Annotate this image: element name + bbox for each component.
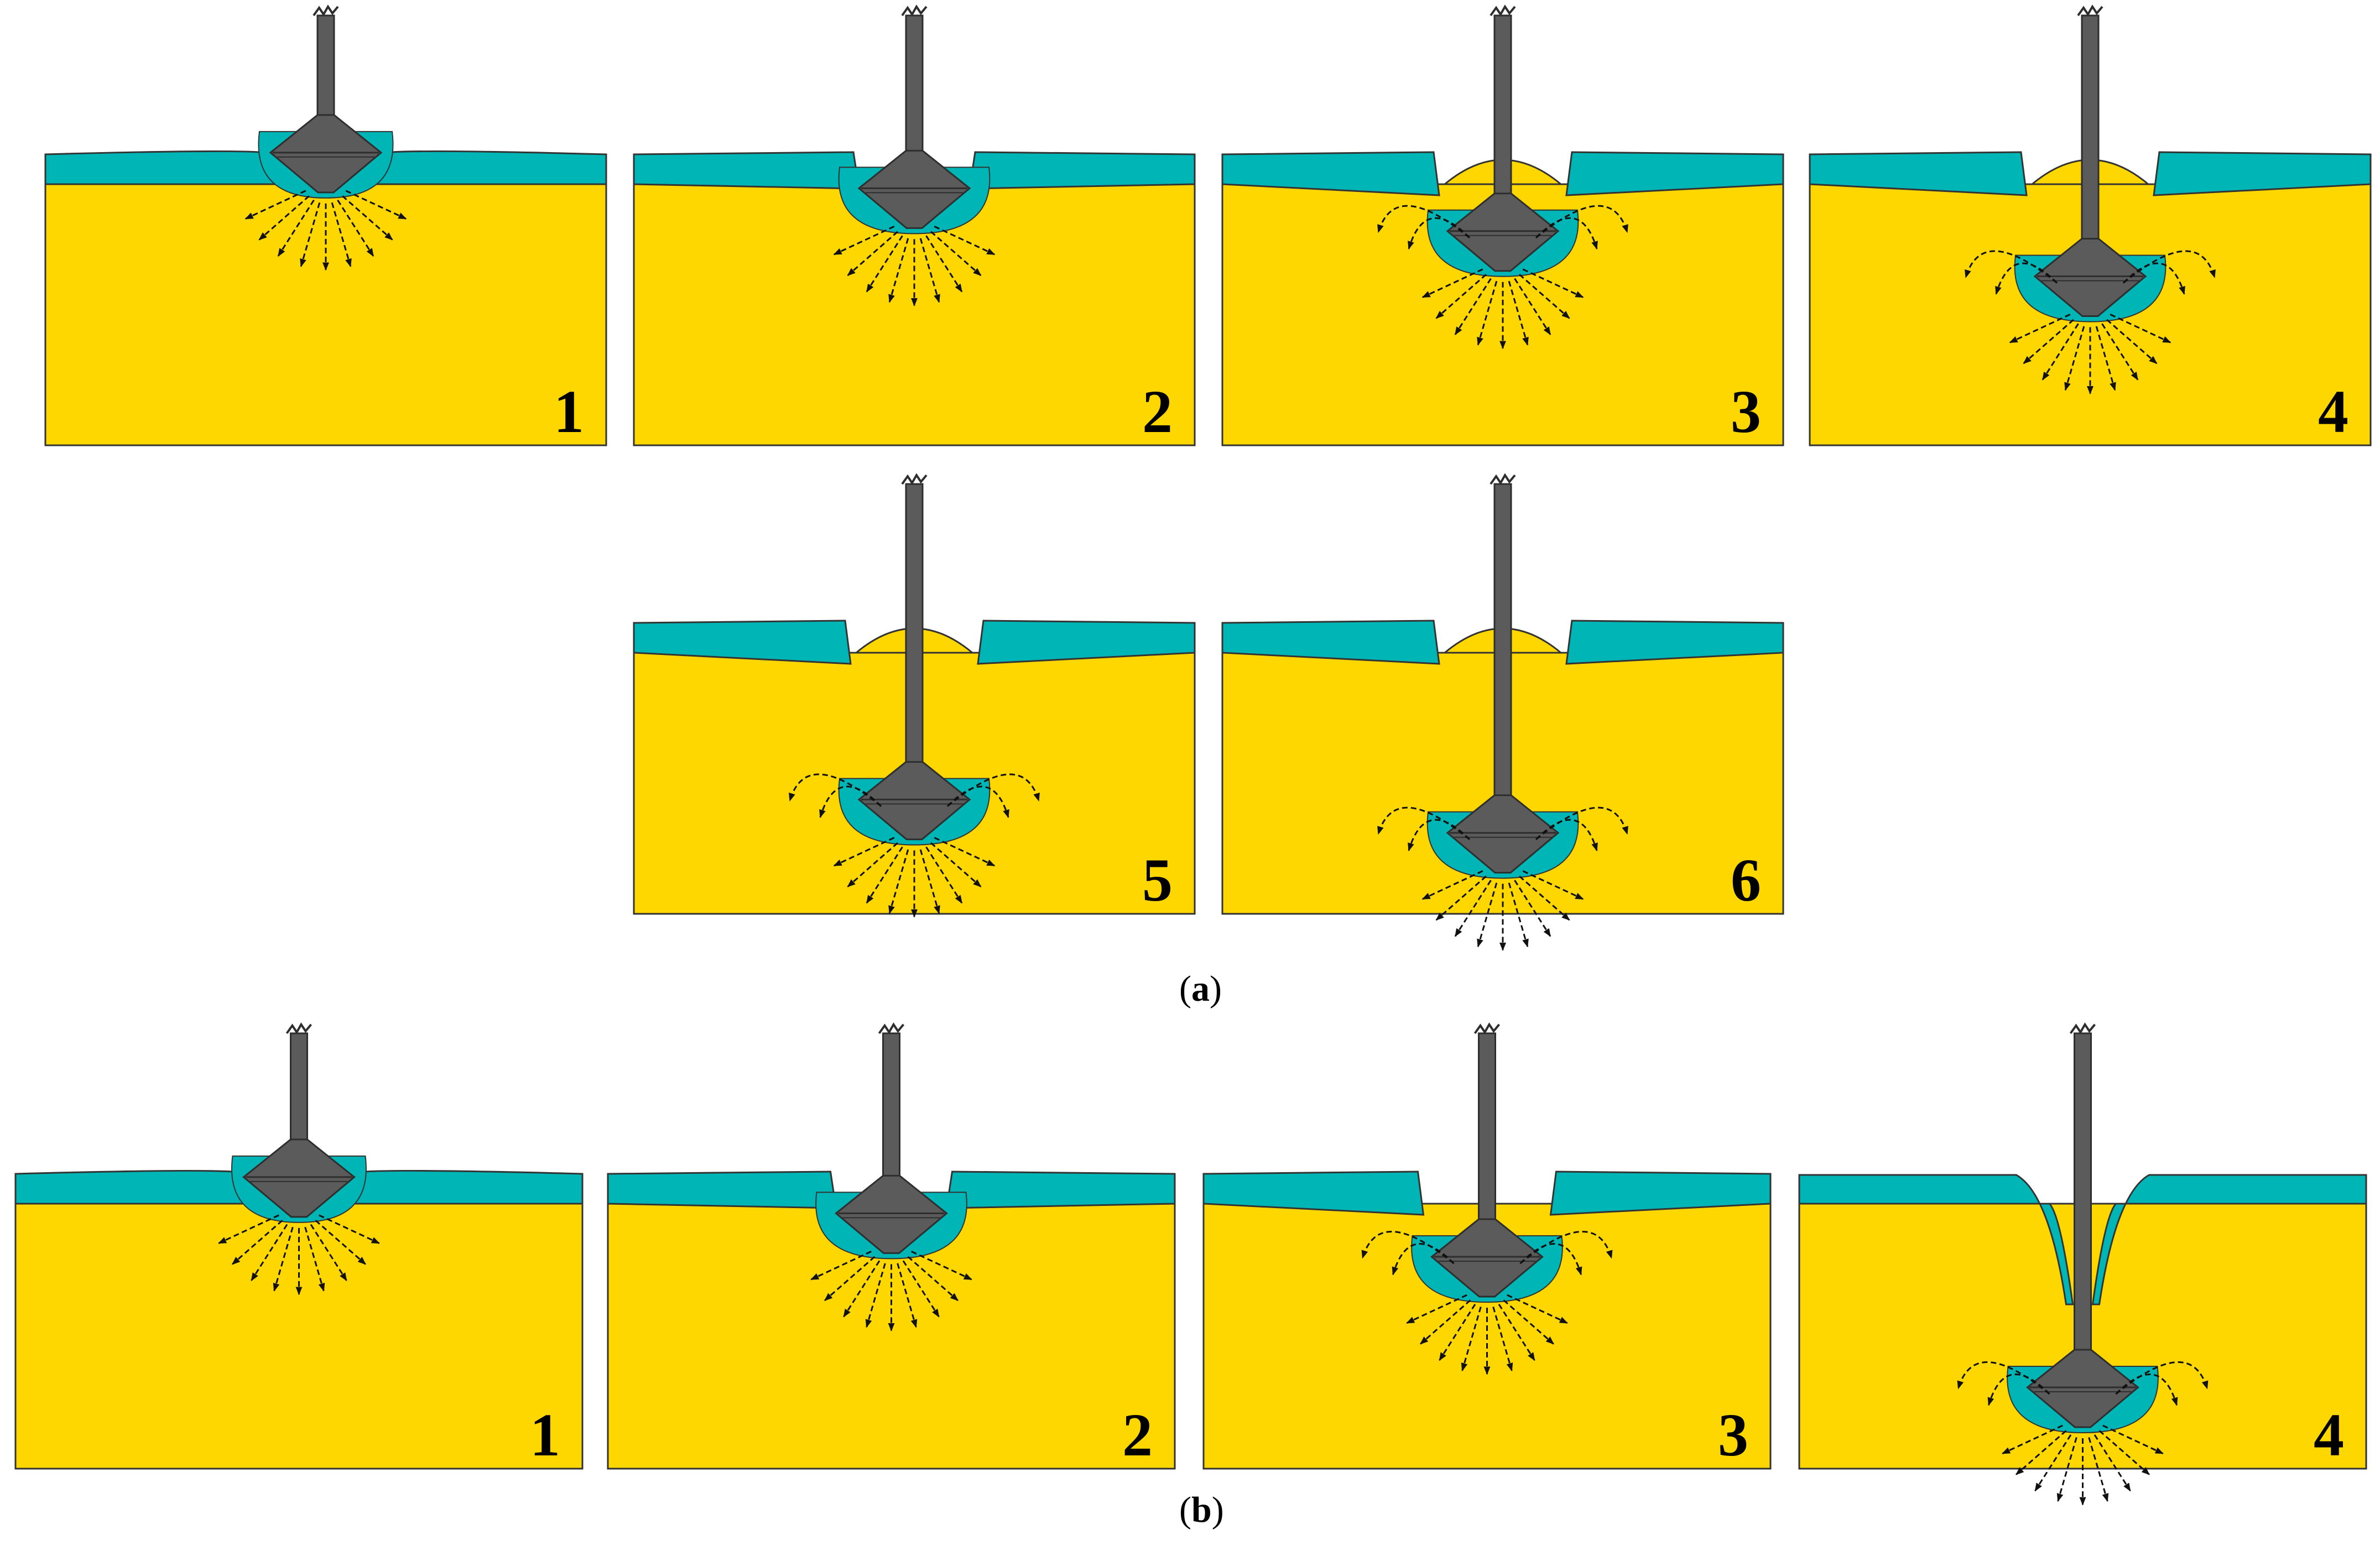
panel-number: 3 — [1731, 378, 1761, 445]
panel-a-1: 1 — [44, 4, 607, 446]
flow-arrows — [1377, 205, 1628, 250]
flow-arrows — [1377, 807, 1628, 852]
panel-b-1: 1 — [14, 1022, 584, 1470]
panel-number: 3 — [1718, 1401, 1748, 1469]
caption-b-close: ) — [1211, 1490, 1224, 1530]
stress-arrows — [833, 225, 996, 306]
stress-arrows — [2009, 314, 2171, 394]
tool-icon — [2026, 1022, 2139, 1428]
caption-a-letter: a — [1191, 969, 1210, 1009]
caption-b-letter: b — [1191, 1490, 1212, 1530]
panel-b-2: 2 — [607, 1022, 1176, 1470]
panel-b-3: 3 — [1202, 1022, 1772, 1470]
coating-layer — [633, 151, 1196, 190]
tool-icon — [835, 1022, 948, 1254]
panel-a-4: 4 — [1809, 4, 2372, 446]
panel-b-4: 4 — [1798, 1022, 2367, 1506]
stress-arrows — [810, 1250, 972, 1331]
flow-arrows — [1965, 250, 2216, 295]
panel-a-6: 6 — [1221, 473, 1784, 951]
panel-number: 5 — [1142, 846, 1173, 914]
tool-icon — [857, 473, 971, 840]
substrate-block — [14, 1203, 584, 1470]
stress-arrows — [1421, 268, 1584, 350]
coating-layer — [1221, 151, 1784, 196]
panel-a-2: 2 — [633, 4, 1196, 446]
panel-number: 4 — [2318, 378, 2348, 445]
stress-arrows — [2002, 1424, 2164, 1506]
caption-b: (b) — [1179, 1489, 1224, 1531]
panel-a-5: 5 — [633, 473, 1196, 918]
tool-icon — [242, 1022, 356, 1218]
tool-icon — [269, 4, 383, 194]
coating-layer — [607, 1171, 1176, 1209]
coating-layer — [1221, 620, 1784, 665]
stress-arrows — [218, 1214, 380, 1296]
caption-a-close: ) — [1209, 969, 1222, 1009]
caption-a-open: ( — [1179, 969, 1191, 1009]
tool-icon — [857, 4, 971, 229]
coating-layer — [1809, 151, 2372, 196]
flow-arrows — [1361, 1231, 1613, 1276]
stress-arrows — [1406, 1294, 1568, 1375]
caption-a: (a) — [1179, 968, 1222, 1010]
coating-layer — [633, 620, 1196, 665]
tool-icon — [1446, 4, 1560, 272]
stress-arrows — [244, 190, 407, 271]
tool-icon — [1446, 473, 1560, 874]
panel-number: 4 — [2314, 1401, 2344, 1469]
panel-number: 2 — [1122, 1401, 1153, 1469]
tool-icon — [2033, 4, 2147, 317]
panel-a-3: 3 — [1221, 4, 1784, 446]
panel-number: 2 — [1142, 378, 1173, 445]
stress-arrows — [1421, 870, 1584, 951]
panel-number: 6 — [1731, 846, 1761, 914]
panel-number: 1 — [554, 378, 584, 445]
substrate-block — [44, 183, 607, 446]
tool-icon — [1430, 1022, 1544, 1298]
coating-layer — [1202, 1171, 1772, 1216]
coating-layer — [1798, 1174, 2367, 1305]
flow-arrows — [789, 773, 1040, 818]
flow-arrows — [1957, 1361, 2209, 1406]
panel-number: 1 — [530, 1401, 560, 1469]
caption-b-open: ( — [1179, 1490, 1191, 1530]
stress-arrows — [833, 836, 996, 918]
